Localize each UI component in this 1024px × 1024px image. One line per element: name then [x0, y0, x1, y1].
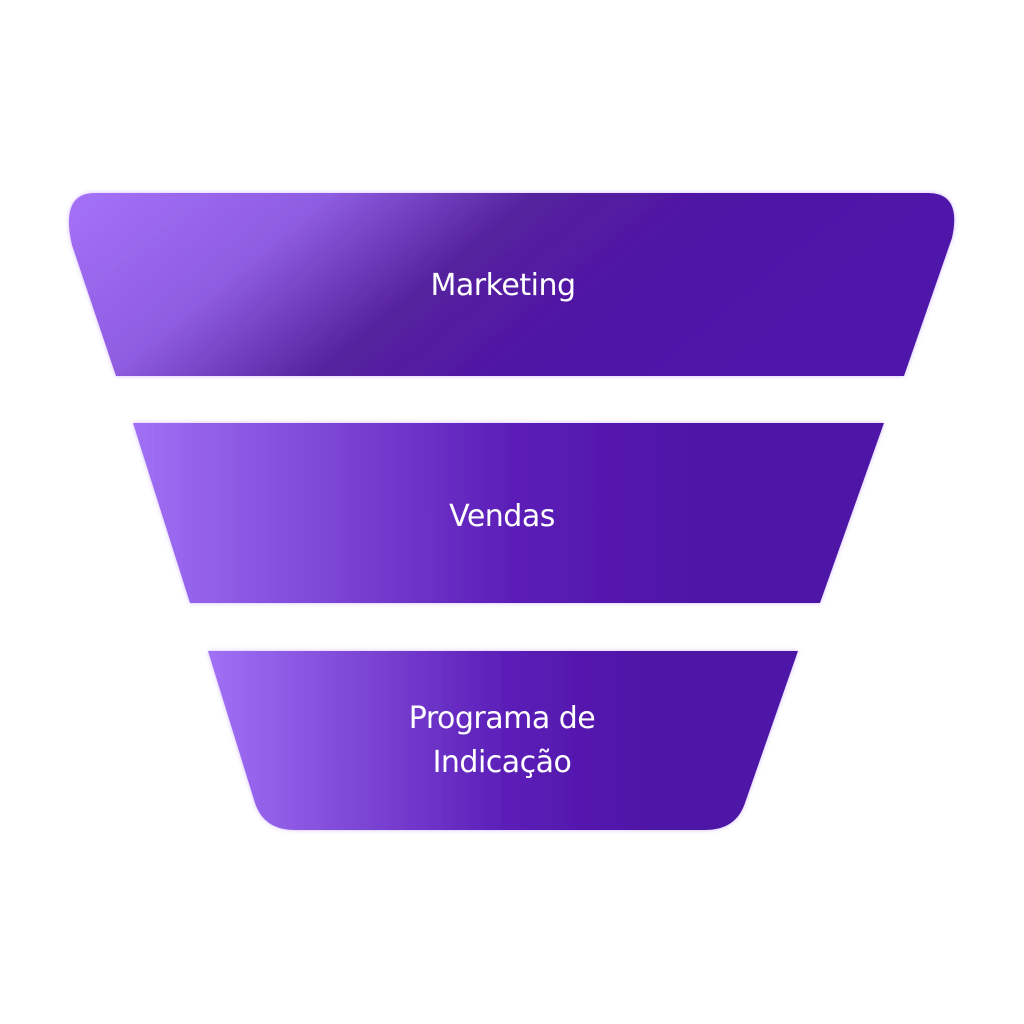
stage-label-line1: Programa de — [409, 701, 596, 736]
funnel-stage-marketing: Marketing — [68, 193, 955, 376]
funnel-stage-vendas: Vendas — [133, 423, 884, 603]
stage-shape — [208, 651, 798, 830]
stage-label-line2: Indicação — [433, 745, 572, 780]
stage-shape — [68, 193, 955, 376]
stage-shape — [133, 423, 884, 603]
stage-label: Vendas — [449, 499, 555, 534]
funnel-stage-programa-de-indicacao: Programa de Indicação — [208, 651, 798, 830]
stage-label: Marketing — [430, 268, 575, 303]
